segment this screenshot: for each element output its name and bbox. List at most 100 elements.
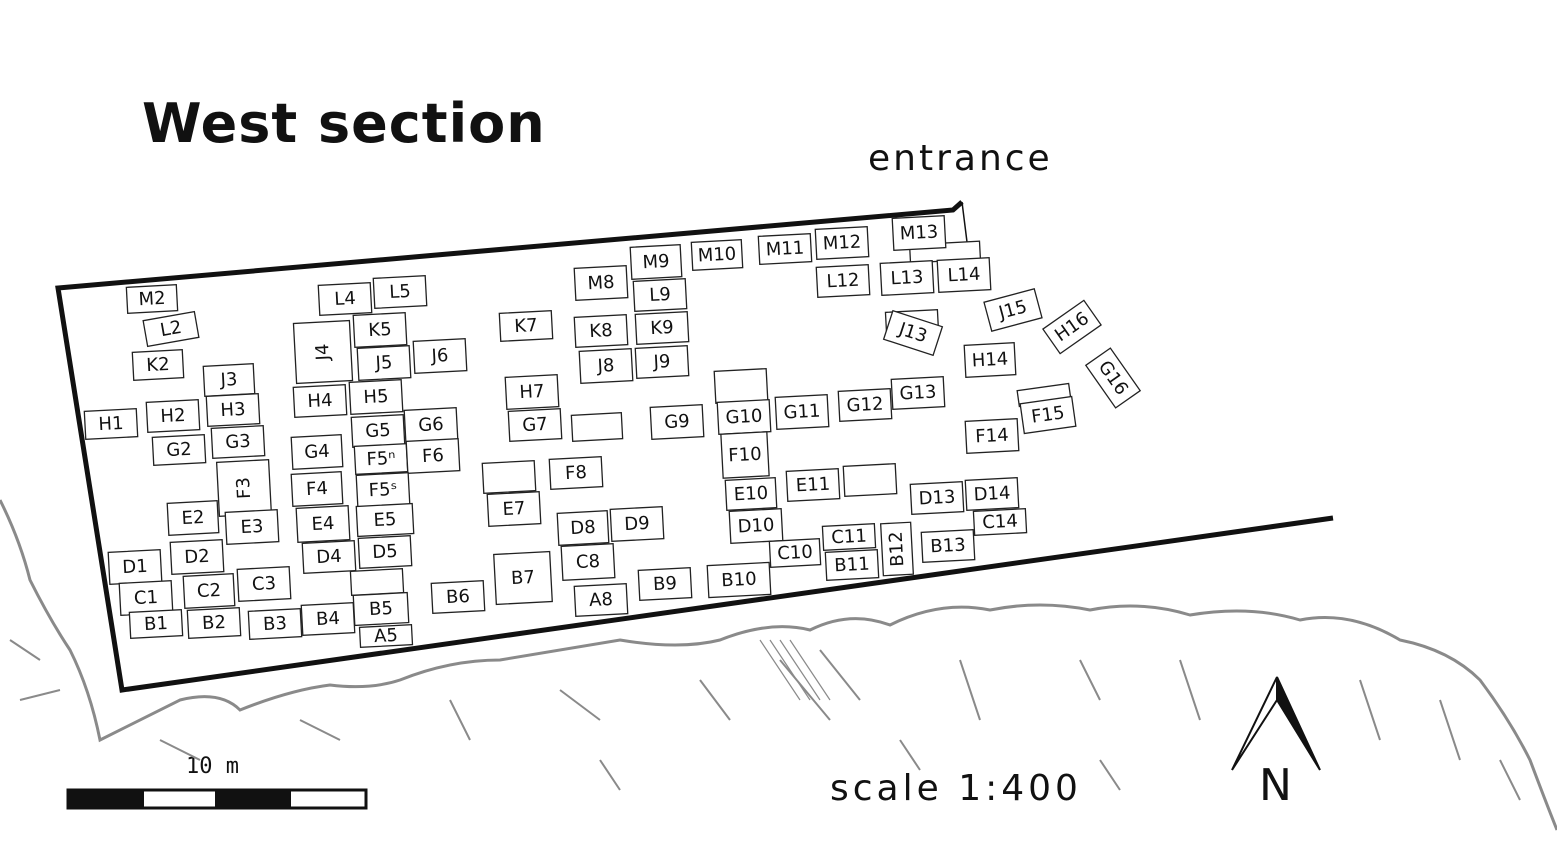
unit-label: E3 [240,516,264,538]
unit-label: K7 [514,315,538,337]
unit-label: C8 [575,551,600,573]
unit-outline [151,433,207,467]
unit-1: L2 [142,310,200,348]
unit-label: F8 [565,462,588,484]
unit-outline [125,284,179,314]
unit-outline [964,476,1020,512]
unit-label: A8 [589,589,614,611]
unit-12: D1 [107,548,163,586]
unit-47: K8 [573,313,629,349]
unit-88: F14 [964,417,1020,455]
unit-label: G9 [664,411,690,433]
unit-label: G13 [899,382,937,405]
unit-outline [247,607,303,641]
unit-outline [891,214,947,252]
unit-5: G2 [151,433,207,467]
unit-7: H3 [205,392,261,428]
unit-label: H5 [363,386,389,408]
unit-9: F3 [215,458,273,518]
unit-label: L2 [159,317,184,341]
unit-label: G10 [725,406,763,429]
unit-71: G11 [774,393,830,431]
unit-label: G3 [225,431,251,453]
unit-80: L13 [879,259,935,297]
unit-15: C2 [182,573,236,609]
entrance-label: entrance [868,138,1053,179]
unit-77: B13 [920,528,976,564]
unit-outline [578,347,634,385]
unit-outline [920,528,976,564]
scale-ratio-label: scale 1:400 [830,768,1082,809]
unit-82: J13 [882,309,944,357]
unit-outline [358,623,414,649]
unit-outline [548,455,604,491]
unit-label: H7 [519,381,545,403]
unit-84: H16 [1042,299,1102,355]
unit-83: J15 [983,287,1043,333]
unit-label: E2 [181,507,205,529]
unit-label: L14 [947,264,981,287]
unit-label: B5 [369,598,394,620]
unit-outline [349,567,405,597]
unit-label: G5 [365,420,391,442]
unit-outline [815,263,871,299]
unit-outline [728,507,784,545]
unit-61: B9 [637,566,693,602]
unit-outline [879,259,935,297]
unit-outline [936,256,992,294]
unit-label: G2 [166,439,192,461]
unit-48: K9 [634,310,690,346]
unit-label: L13 [890,267,924,290]
unit-outline [1042,299,1102,355]
unit-label: E7 [502,498,526,520]
unit-outline [355,502,415,538]
unit-outline [634,310,690,346]
unit-33: F6 [405,437,461,475]
unit-31: G4 [290,434,344,470]
unit-outline [486,490,542,528]
unit-label: J3 [219,369,238,391]
unit-24: K5 [352,311,408,349]
unit-57: D9 [609,505,665,543]
unit-label: K9 [650,317,674,339]
unit-outline [430,579,486,615]
unit-outline [128,608,184,640]
unit-81: L14 [936,256,992,294]
map-title: West section [142,92,546,155]
unit-label: F14 [975,425,1009,448]
unit-outline [768,538,822,568]
unit-45: M9 [629,244,683,280]
unit-outline [879,521,915,577]
unit-label: B2 [202,612,227,634]
unit-label: M10 [697,244,736,267]
unit-label: E5 [373,509,397,531]
unit-label: J4 [312,343,334,362]
unit-label: F5ˢ [368,479,398,501]
unit-outline [963,342,1017,378]
unit-label: G4 [304,441,330,463]
unit-label: A5 [374,625,399,647]
unit-23: J4 [292,319,354,385]
unit-outline [236,565,292,603]
unit-outline [724,477,778,511]
unit-14: C1 [118,579,174,617]
unit-42: B6 [430,579,486,615]
unit-label: C14 [982,511,1019,534]
unit-outline [837,387,893,423]
north-label: N [1259,760,1292,811]
unit-10: E2 [166,500,220,536]
unit-label: G7 [522,414,548,436]
unit-outline [785,467,841,503]
unit-outline [814,225,870,261]
unlabeled-unit [481,459,537,495]
unit-30: G6 [403,406,459,444]
unit-32: F5ⁿ [353,442,409,476]
unit-8: G3 [210,424,266,460]
unit-55: F8 [548,455,604,491]
unit-label: B7 [511,567,536,589]
unit-outline [757,232,813,266]
unit-label: D1 [122,556,148,578]
unit-label: M13 [899,222,938,245]
unit-outline [405,437,461,475]
